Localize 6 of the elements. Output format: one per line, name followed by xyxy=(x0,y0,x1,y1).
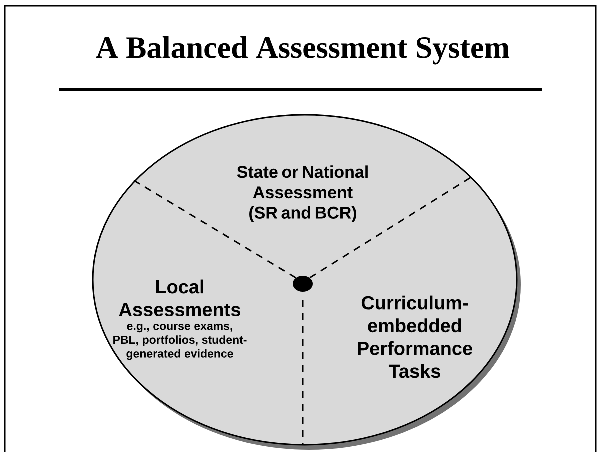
title: A Balanced Assessment System xyxy=(96,36,510,65)
sector-text: Curriculum-embedded Performance Tasks xyxy=(358,296,472,378)
sector-text: e.g., course exams, PBL, portfolios, student-generated evidence xyxy=(114,324,247,360)
ellipse xyxy=(92,114,521,450)
heading: Local Assessments xyxy=(119,280,240,317)
sector-text: State or National Assessment (SR and BCR) xyxy=(237,166,368,222)
